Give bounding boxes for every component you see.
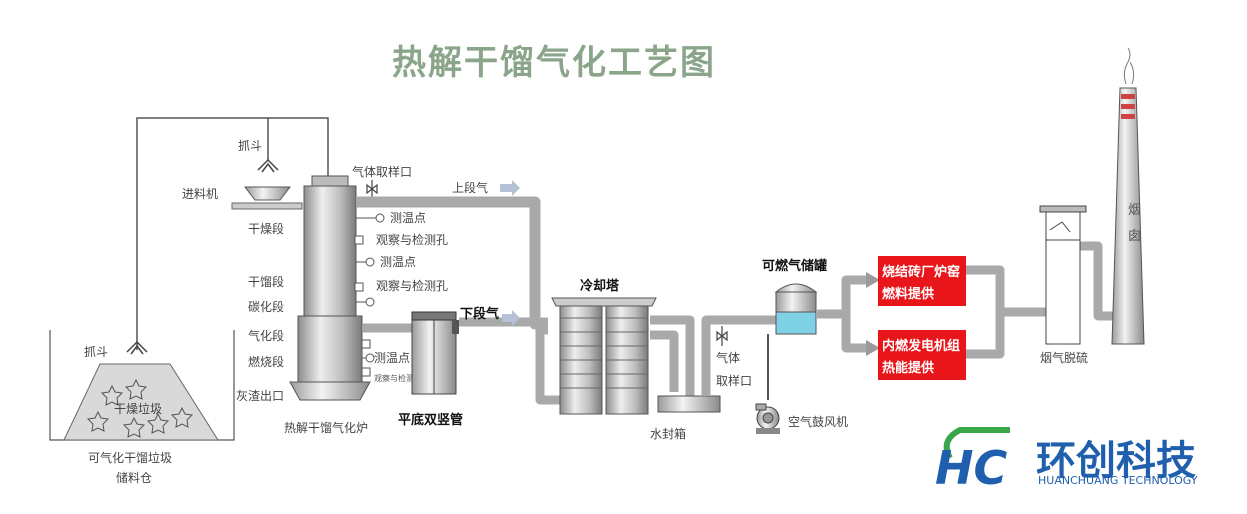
water-seal-box [657,395,721,413]
distill-label: 干馏段 [248,274,284,289]
chimney-label-2: 囱 [1128,229,1141,244]
waste-star-icon [86,378,194,438]
arrow-right-icon [866,272,880,288]
storage-inner-label: 干燥垃圾 [114,401,162,416]
blower-label: 空气鼓风机 [788,414,848,429]
cooling-tower [551,297,657,415]
grab-left-label: 抓斗 [84,345,108,359]
observe-port-2: 观察与检测孔 [376,278,448,293]
output-generator [878,330,966,380]
gas-tank-label: 可燃气储罐 [762,258,827,274]
desulfur-label: 烟气脱硫 [1040,350,1088,365]
double-pipe-label: 平底双竖管 [398,412,463,428]
carbon-label: 碳化段 [248,299,284,314]
arrow-right-icon [866,340,880,356]
output-generator-line1: 内燃发电机组 [882,338,960,354]
flow-arrow-icon [500,180,520,196]
output-kiln-line1: 烧结砖厂炉窑 [882,264,960,280]
gas-sample-mid-label-2: 取样口 [716,373,752,388]
water-seal-label: 水封箱 [650,426,686,441]
feeder-label: 进料机 [182,187,218,201]
drying-label: 干燥段 [248,221,284,236]
grab-left-icon [126,340,148,355]
diagram-title: 热解干馏气化工艺图 [392,43,716,83]
gas-sample-mid-label: 气体 [716,350,740,365]
grab-top-icon [257,158,279,173]
port-icon [361,367,371,377]
chimney [1111,47,1145,345]
desulfurization-tower [1039,205,1087,345]
burn-label: 燃烧段 [248,354,284,369]
instrument-points [354,213,385,377]
logo-cn: 环创科技 [1036,438,1196,484]
temp-point-1: 测温点 [390,211,426,225]
water-level [775,311,817,335]
double-vertical-pipe [411,311,459,395]
cooling-tower-label: 冷却塔 [580,278,620,294]
lower-gas-label: 下段气 [460,306,499,322]
output-kiln-line2: 燃料提供 [882,286,934,302]
observe-port-3: 观察与检测孔 [374,373,422,383]
distribution-pipe [816,275,870,353]
thermometer-icon [365,297,375,307]
ash-outlet-label: 灰渣出口 [236,389,284,403]
storage-label-1: 可气化干馏垃圾 [88,450,172,465]
flue-gas-pipe [966,241,1118,359]
observe-port-1: 观察与检测孔 [376,232,448,247]
crane-wire [136,117,329,350]
pyrolysis-furnace [289,175,371,401]
port-icon [354,282,364,292]
upper-gas-label: 上段气 [452,180,488,195]
grab-top-label: 抓斗 [238,139,262,153]
flow-arrow-icon [502,310,520,326]
port-icon [354,235,364,245]
output-generator-line2: 热能提供 [882,360,934,376]
company-logo: HC [935,427,1010,495]
thermometer-icon [375,213,385,223]
thermometer-icon [365,353,375,363]
thermometer-icon [365,257,375,267]
chimney-label-1: 烟 [1128,203,1141,218]
port-icon [361,339,371,349]
gas-sample-top-label: 气体取样口 [352,164,412,179]
logo-en: HUANCHUANG TECHNOLOGY [1038,474,1198,487]
temp-point-3: 测温点 [374,351,410,365]
logo-mark: HC [935,441,1007,495]
output-kiln-fuel [878,256,966,306]
valve-icon [716,326,728,346]
furnace-label: 热解干馏气化炉 [284,420,368,435]
storage-label-2: 储料仓 [116,470,152,485]
gas-storage-tank [774,283,818,335]
temp-point-2: 测温点 [380,255,416,269]
air-blower [755,334,780,434]
gas-supply-pipe [701,315,776,396]
feeder [231,186,303,210]
gasify-label: 气化段 [248,328,284,343]
storage-bin [49,330,235,441]
